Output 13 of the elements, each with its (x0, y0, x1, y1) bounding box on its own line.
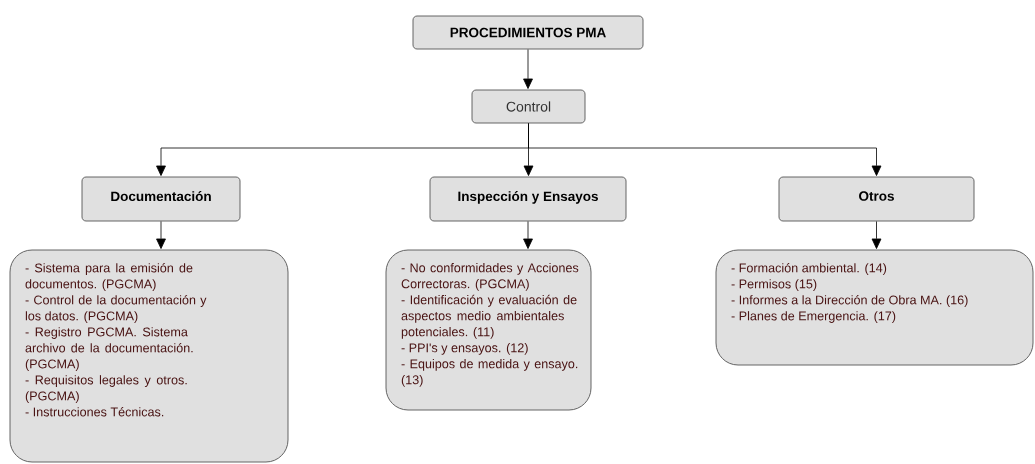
arrow (871, 221, 882, 249)
list-box: - Formación ambiental. (14) - Permisos (15) - Informes a la Dirección de Obra MA. (16) - Planes de Emergencia. (17) (715, 249, 1034, 366)
category-box: Documentación (81, 176, 241, 222)
arrow (523, 221, 533, 249)
arrow (156, 221, 166, 249)
category-box: Otros (778, 176, 975, 222)
list-box: - Sistema para la emisión de documentos. (PGCMA) - Control de la documentación y los datos. (PGCMA) - Registro PGCMA. Sistema archivo de la documentación. (PGCMA) - Requisitos legales y otros. (PGCMA) - Instrucciones Técnicas. (9, 249, 289, 463)
arrow (523, 49, 533, 89)
category-box: Inspección y Ensayos (429, 176, 627, 222)
list-box: - No conformidades y Acciones Correctoras. (PGCMA) - Identificación y evaluación de aspectos medio ambientales potenciales. (11) - PPI's y ensayos. (12) - Equipos de medida y ensayo. (13) (385, 249, 592, 411)
process-box: Control (471, 89, 586, 124)
title-box: PROCEDIMIENTOS PMA (412, 15, 644, 50)
arrow (528, 123, 882, 176)
